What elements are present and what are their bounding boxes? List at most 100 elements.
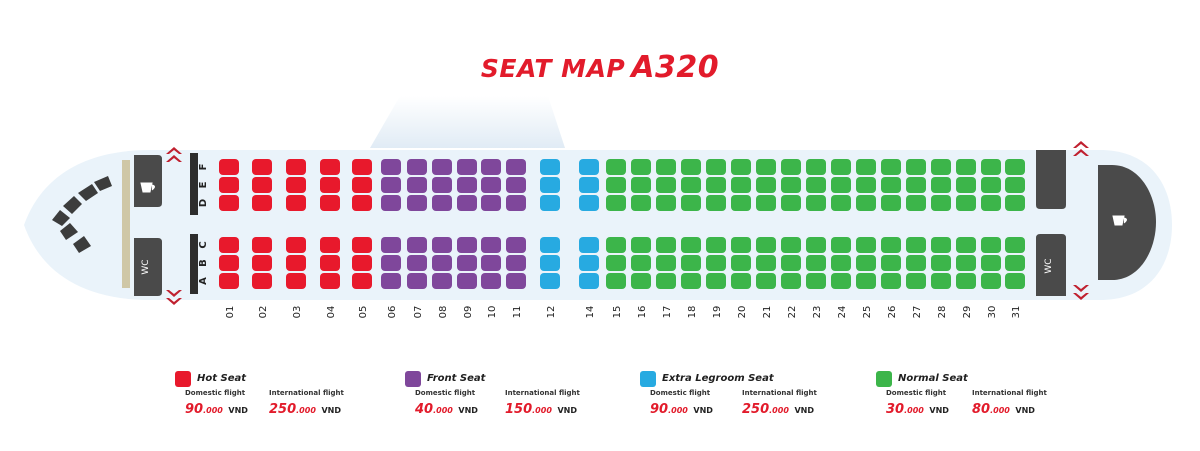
seat-04D[interactable]	[320, 195, 340, 211]
seat-02D[interactable]	[252, 195, 272, 211]
seat-15B[interactable]	[606, 255, 626, 271]
seat-09A[interactable]	[457, 273, 477, 289]
seat-22B[interactable]	[781, 255, 801, 271]
seat-29B[interactable]	[956, 255, 976, 271]
seat-31E[interactable]	[1005, 177, 1025, 193]
seat-29E[interactable]	[956, 177, 976, 193]
seat-24F[interactable]	[831, 159, 851, 175]
seat-22D[interactable]	[781, 195, 801, 211]
seat-06D[interactable]	[381, 195, 401, 211]
seat-05B[interactable]	[352, 255, 372, 271]
seat-24A[interactable]	[831, 273, 851, 289]
seat-04E[interactable]	[320, 177, 340, 193]
seat-02C[interactable]	[252, 237, 272, 253]
seat-29D[interactable]	[956, 195, 976, 211]
seat-04C[interactable]	[320, 237, 340, 253]
seat-12F[interactable]	[540, 159, 560, 175]
seat-16C[interactable]	[631, 237, 651, 253]
seat-30B[interactable]	[981, 255, 1001, 271]
seat-22A[interactable]	[781, 273, 801, 289]
seat-31C[interactable]	[1005, 237, 1025, 253]
seat-26F[interactable]	[881, 159, 901, 175]
seat-08E[interactable]	[432, 177, 452, 193]
seat-12B[interactable]	[540, 255, 560, 271]
seat-31D[interactable]	[1005, 195, 1025, 211]
seat-27C[interactable]	[906, 237, 926, 253]
seat-07D[interactable]	[407, 195, 427, 211]
seat-14E[interactable]	[579, 177, 599, 193]
seat-19A[interactable]	[706, 273, 726, 289]
seat-16E[interactable]	[631, 177, 651, 193]
seat-23C[interactable]	[806, 237, 826, 253]
seat-17E[interactable]	[656, 177, 676, 193]
seat-05F[interactable]	[352, 159, 372, 175]
seat-29A[interactable]	[956, 273, 976, 289]
seat-17C[interactable]	[656, 237, 676, 253]
seat-30F[interactable]	[981, 159, 1001, 175]
seat-18C[interactable]	[681, 237, 701, 253]
seat-05D[interactable]	[352, 195, 372, 211]
seat-18F[interactable]	[681, 159, 701, 175]
seat-01C[interactable]	[219, 237, 239, 253]
seat-12A[interactable]	[540, 273, 560, 289]
seat-17F[interactable]	[656, 159, 676, 175]
seat-07F[interactable]	[407, 159, 427, 175]
seat-21C[interactable]	[756, 237, 776, 253]
seat-03B[interactable]	[286, 255, 306, 271]
seat-20F[interactable]	[731, 159, 751, 175]
seat-27B[interactable]	[906, 255, 926, 271]
seat-25C[interactable]	[856, 237, 876, 253]
seat-12D[interactable]	[540, 195, 560, 211]
seat-09E[interactable]	[457, 177, 477, 193]
seat-03D[interactable]	[286, 195, 306, 211]
seat-11D[interactable]	[506, 195, 526, 211]
seat-23A[interactable]	[806, 273, 826, 289]
seat-24E[interactable]	[831, 177, 851, 193]
seat-12E[interactable]	[540, 177, 560, 193]
seat-19F[interactable]	[706, 159, 726, 175]
seat-06A[interactable]	[381, 273, 401, 289]
seat-10D[interactable]	[481, 195, 501, 211]
seat-26E[interactable]	[881, 177, 901, 193]
seat-07B[interactable]	[407, 255, 427, 271]
seat-31A[interactable]	[1005, 273, 1025, 289]
seat-14D[interactable]	[579, 195, 599, 211]
seat-17B[interactable]	[656, 255, 676, 271]
seat-16D[interactable]	[631, 195, 651, 211]
seat-01F[interactable]	[219, 159, 239, 175]
seat-19D[interactable]	[706, 195, 726, 211]
seat-25B[interactable]	[856, 255, 876, 271]
seat-14F[interactable]	[579, 159, 599, 175]
seat-15F[interactable]	[606, 159, 626, 175]
seat-18B[interactable]	[681, 255, 701, 271]
seat-02F[interactable]	[252, 159, 272, 175]
seat-11F[interactable]	[506, 159, 526, 175]
seat-08F[interactable]	[432, 159, 452, 175]
seat-09D[interactable]	[457, 195, 477, 211]
seat-14C[interactable]	[579, 237, 599, 253]
seat-20B[interactable]	[731, 255, 751, 271]
seat-03E[interactable]	[286, 177, 306, 193]
seat-10E[interactable]	[481, 177, 501, 193]
seat-28C[interactable]	[931, 237, 951, 253]
seat-21F[interactable]	[756, 159, 776, 175]
seat-30A[interactable]	[981, 273, 1001, 289]
seat-20E[interactable]	[731, 177, 751, 193]
seat-11A[interactable]	[506, 273, 526, 289]
seat-11B[interactable]	[506, 255, 526, 271]
seat-15A[interactable]	[606, 273, 626, 289]
seat-04F[interactable]	[320, 159, 340, 175]
seat-21A[interactable]	[756, 273, 776, 289]
seat-07C[interactable]	[407, 237, 427, 253]
seat-26D[interactable]	[881, 195, 901, 211]
seat-22C[interactable]	[781, 237, 801, 253]
seat-19B[interactable]	[706, 255, 726, 271]
seat-03A[interactable]	[286, 273, 306, 289]
seat-05A[interactable]	[352, 273, 372, 289]
seat-29C[interactable]	[956, 237, 976, 253]
seat-09B[interactable]	[457, 255, 477, 271]
seat-08D[interactable]	[432, 195, 452, 211]
seat-18E[interactable]	[681, 177, 701, 193]
seat-05E[interactable]	[352, 177, 372, 193]
seat-04A[interactable]	[320, 273, 340, 289]
